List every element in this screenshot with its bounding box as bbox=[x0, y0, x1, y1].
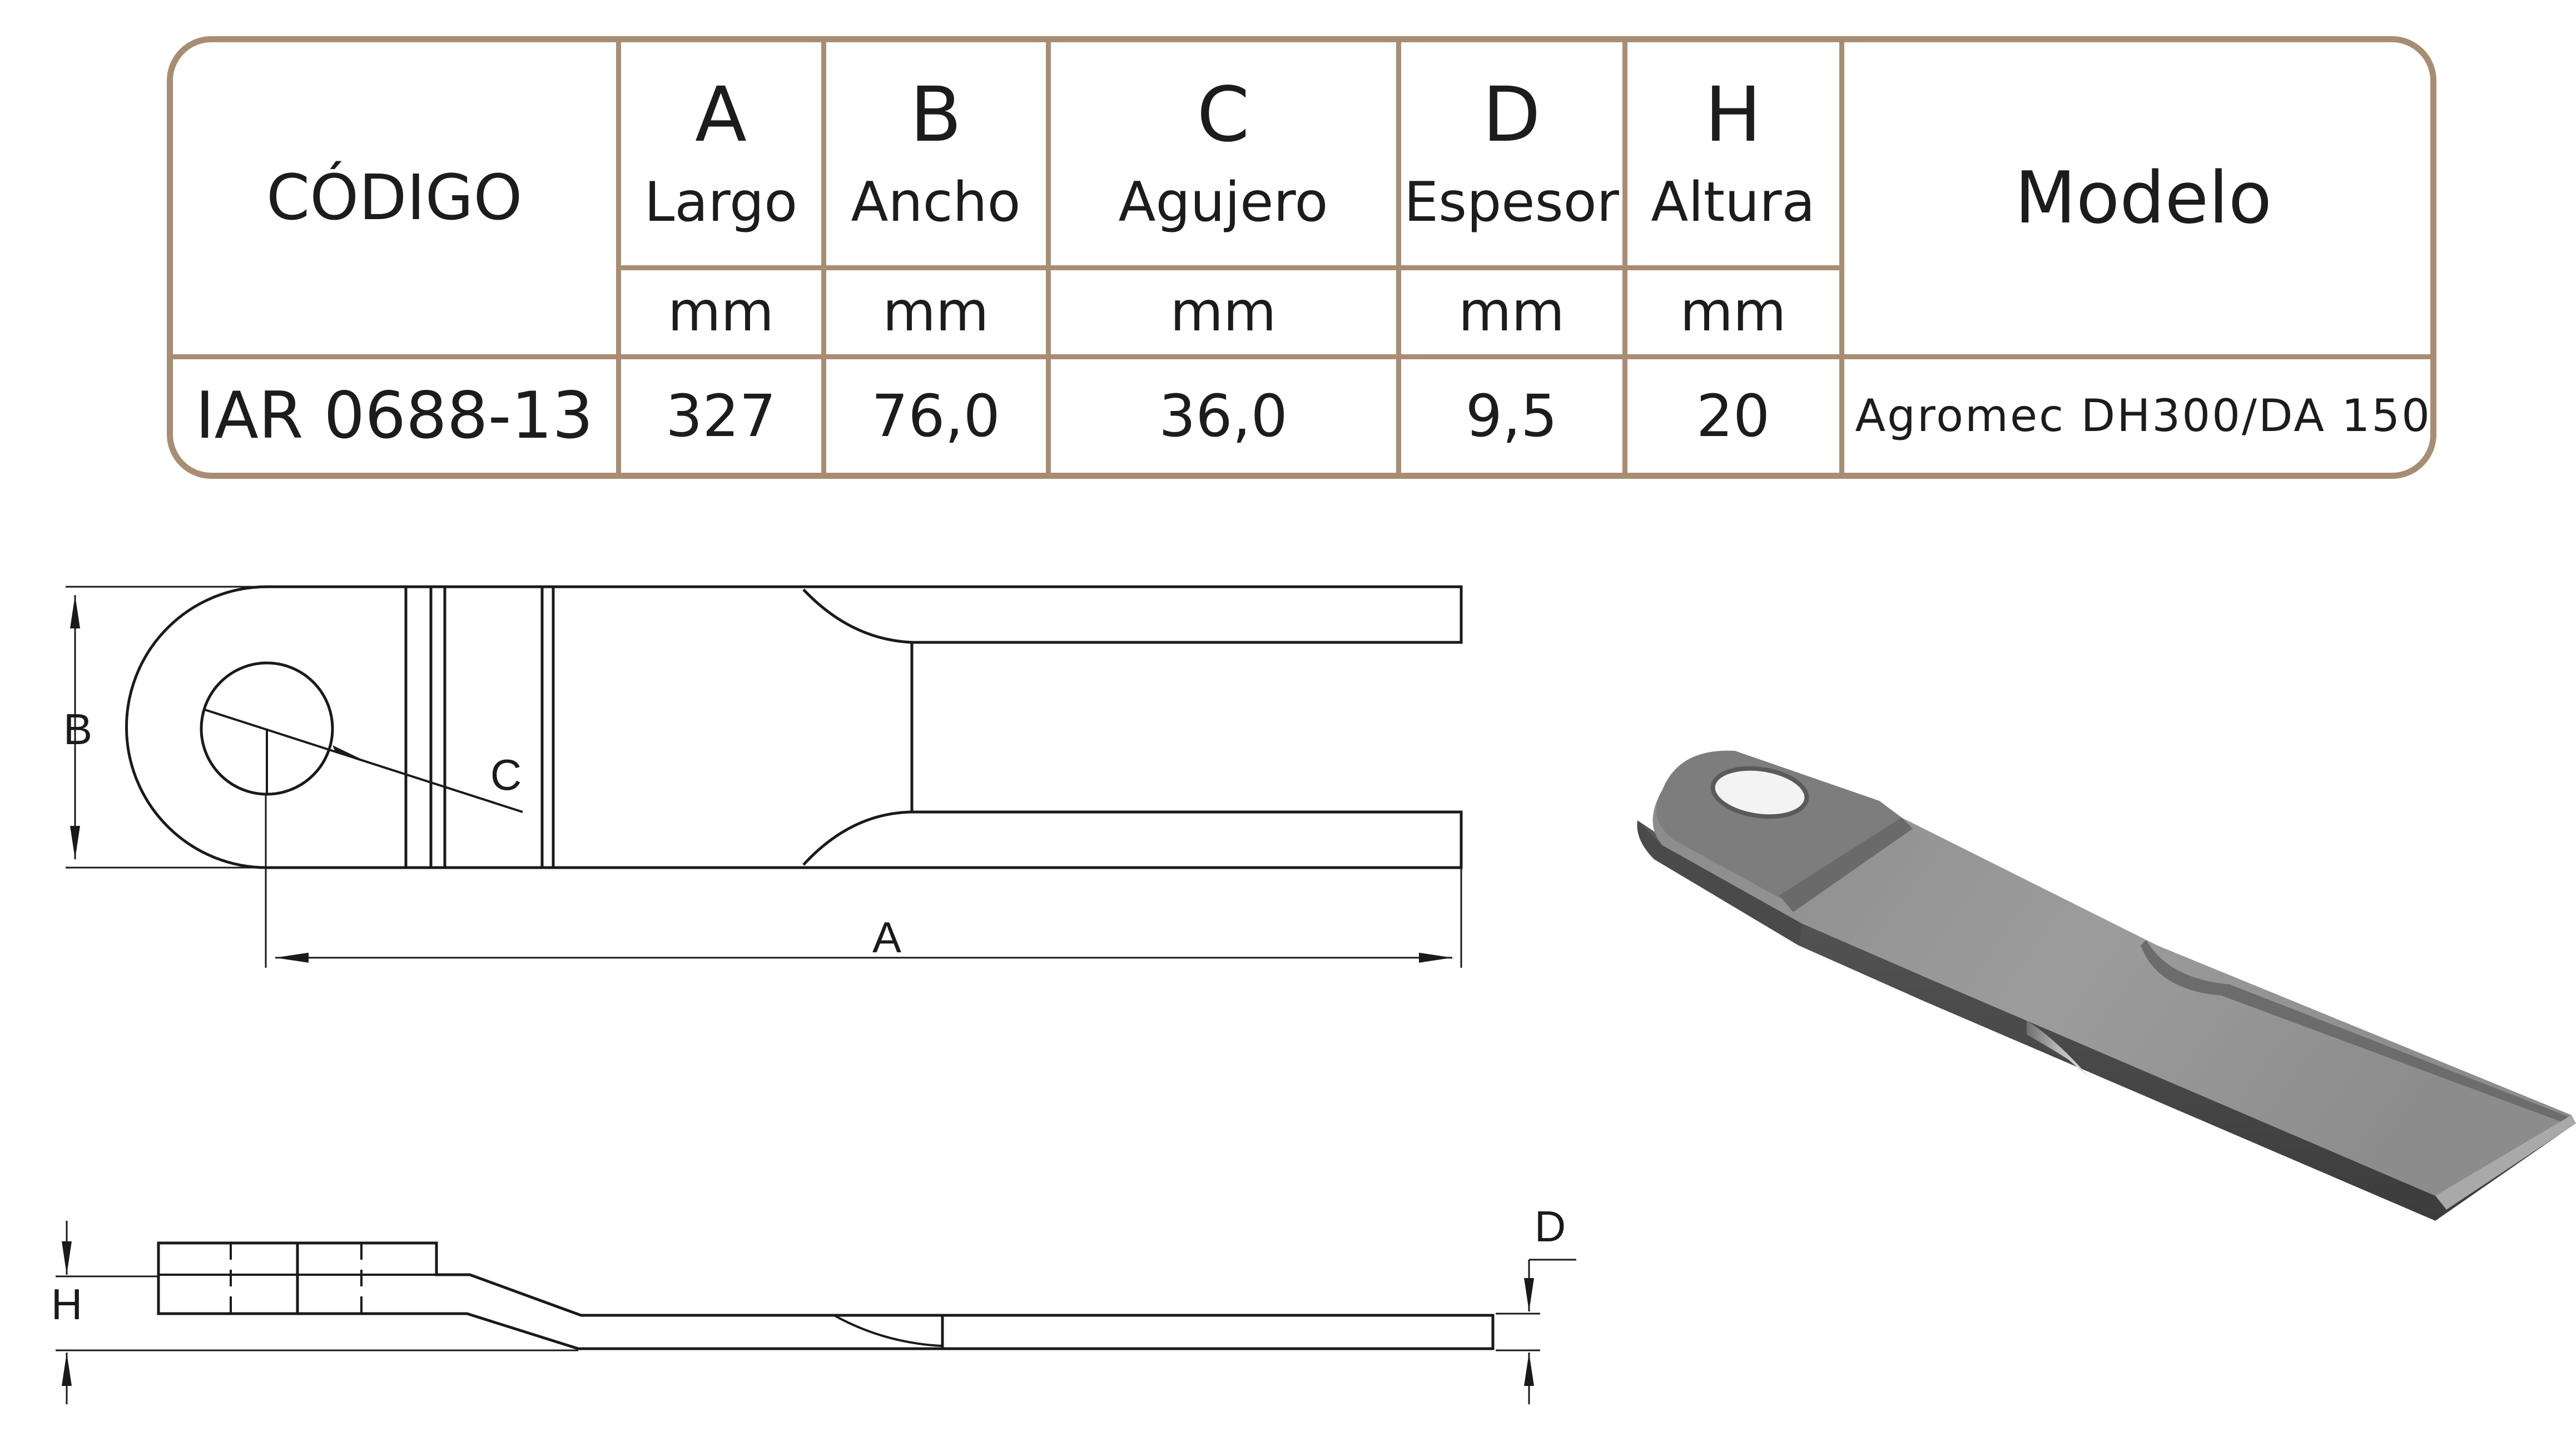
neck-curve-top bbox=[802, 588, 912, 644]
unit-d: mm bbox=[1396, 265, 1627, 359]
unit-label-c: mm bbox=[1170, 280, 1277, 344]
label-b: B bbox=[63, 705, 92, 754]
col-name-agujero: Agujero bbox=[1118, 171, 1328, 235]
row-value-b: 76,0 bbox=[821, 354, 1051, 473]
value-agujero: 36,0 bbox=[1159, 382, 1288, 450]
side-view bbox=[56, 1221, 1576, 1404]
row-modelo-value: Agromec DH300/DA 150 bbox=[1855, 390, 2432, 442]
value-ancho: 76,0 bbox=[871, 382, 1000, 450]
unit-a: mm bbox=[618, 265, 826, 359]
unit-b: mm bbox=[821, 265, 1051, 359]
value-largo: 327 bbox=[666, 382, 776, 450]
neck-curve-bottom bbox=[802, 810, 912, 866]
label-a: A bbox=[872, 913, 901, 962]
row-value-h: 20 bbox=[1622, 354, 1844, 473]
label-h: H bbox=[51, 1280, 82, 1329]
header-codigo-label: CÓDIGO bbox=[266, 162, 523, 235]
row-value-a: 327 bbox=[616, 354, 826, 473]
dim-c-leader bbox=[202, 708, 523, 813]
header-codigo: CÓDIGO bbox=[173, 42, 621, 359]
col-name-altura: Altura bbox=[1651, 171, 1815, 235]
col-letter-d: D bbox=[1482, 71, 1541, 160]
spec-table: CÓDIGO A Largo B Ancho C Agujero D Espesor H… bbox=[173, 42, 2432, 473]
dim-c-arrow bbox=[332, 745, 361, 759]
header-col-c: C Agujero bbox=[1045, 42, 1401, 270]
blade-3d-edge bbox=[2435, 1115, 2576, 1210]
side-bevel-curve bbox=[833, 1314, 943, 1347]
col-letter-c: C bbox=[1197, 71, 1250, 160]
blade-3d-render bbox=[1637, 750, 2576, 1221]
row-value-d: 9,5 bbox=[1396, 354, 1627, 473]
header-col-d: D Espesor bbox=[1396, 42, 1627, 270]
unit-label-b: mm bbox=[882, 280, 989, 344]
row-codigo-value: IAR 0688-13 bbox=[195, 378, 594, 454]
col-letter-a: A bbox=[694, 71, 747, 160]
value-espesor: 9,5 bbox=[1465, 382, 1558, 450]
label-d: D bbox=[1535, 1202, 1566, 1251]
blade-3d-neck-shadow bbox=[2141, 940, 2572, 1125]
blade-3d-top-face bbox=[1652, 750, 2572, 1196]
col-letter-b: B bbox=[910, 71, 962, 160]
label-c: C bbox=[490, 750, 522, 799]
header-col-b: B Ancho bbox=[821, 42, 1051, 270]
header-col-a: A Largo bbox=[616, 42, 826, 270]
blade-outline-side bbox=[157, 1241, 1495, 1350]
row-modelo: Agromec DH300/DA 150 bbox=[1839, 354, 2432, 473]
top-view bbox=[66, 585, 1463, 968]
col-name-largo: Largo bbox=[644, 171, 798, 235]
col-name-ancho: Ancho bbox=[851, 171, 1021, 235]
unit-label-h: mm bbox=[1680, 280, 1786, 344]
spec-table-frame: CÓDIGO A Largo B Ancho C Agujero D Espesor H… bbox=[167, 36, 2436, 479]
unit-label-a: mm bbox=[668, 280, 774, 344]
blade-3d-step bbox=[1779, 818, 1913, 912]
unit-label-d: mm bbox=[1458, 280, 1565, 344]
unit-h: mm bbox=[1622, 265, 1842, 359]
col-name-espesor: Espesor bbox=[1404, 171, 1619, 235]
col-letter-h: H bbox=[1704, 71, 1762, 160]
blade-outline-top bbox=[125, 585, 1463, 869]
row-codigo: IAR 0688-13 bbox=[173, 354, 621, 473]
blade-3d-lug-side bbox=[1637, 820, 1801, 945]
header-modelo: Modelo bbox=[1839, 42, 2430, 359]
header-modelo-label: Modelo bbox=[2014, 156, 2272, 240]
unit-c: mm bbox=[1045, 265, 1401, 359]
blade-3d-hole bbox=[1710, 766, 1809, 819]
row-value-c: 36,0 bbox=[1045, 354, 1401, 473]
blade-3d-bevel bbox=[2027, 1021, 2091, 1079]
value-altura: 20 bbox=[1696, 382, 1770, 450]
header-col-h: H Altura bbox=[1622, 42, 1844, 270]
